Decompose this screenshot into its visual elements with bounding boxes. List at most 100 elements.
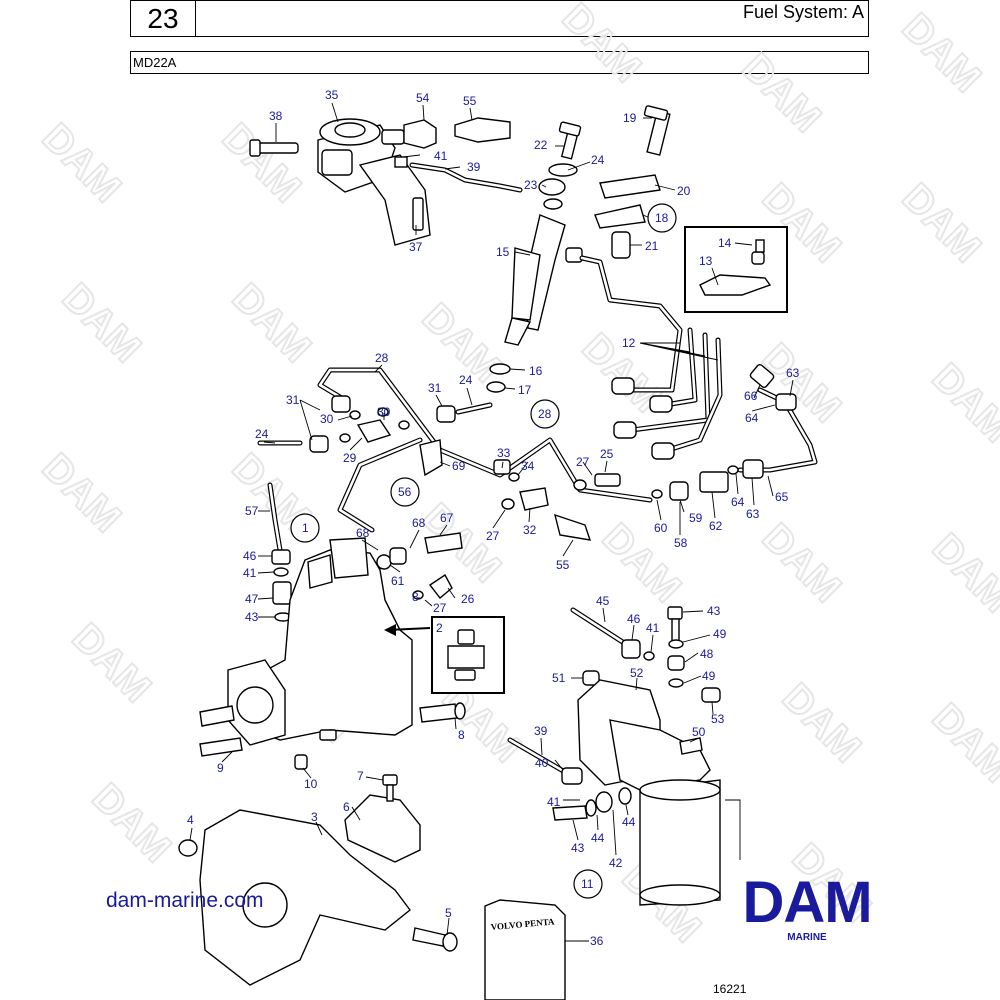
callout-5: 5 — [445, 906, 452, 920]
callout-21: 21 — [645, 239, 659, 253]
callout-67: 67 — [440, 511, 454, 525]
callout-41: 41 — [547, 795, 561, 809]
callout-51: 51 — [552, 671, 566, 685]
callout-39: 39 — [534, 724, 548, 738]
callout-2: 2 — [436, 621, 443, 635]
callout-54: 54 — [416, 91, 430, 105]
watermark: DAM — [214, 115, 310, 211]
callout-43: 43 — [571, 841, 585, 855]
logo-wordmark: DAM — [742, 870, 872, 935]
drawing-number: 16221 — [713, 982, 747, 996]
callout-18: 18 — [655, 211, 669, 225]
callout-44: 44 — [591, 831, 605, 845]
callout-29: 29 — [343, 451, 357, 465]
callout-64: 64 — [745, 411, 759, 425]
callout-40: 40 — [535, 756, 549, 770]
callout-69: 69 — [452, 459, 466, 473]
callout-19: 19 — [623, 111, 637, 125]
watermark: DAM — [894, 5, 990, 101]
model-label: MD22A — [133, 55, 177, 70]
callout-68: 68 — [356, 526, 370, 540]
callout-37: 37 — [409, 240, 423, 254]
watermark: DAM — [34, 115, 130, 211]
callout-24: 24 — [591, 153, 605, 167]
watermark: DAM — [924, 525, 1000, 621]
callout-53: 53 — [711, 712, 725, 726]
callout-1: 1 — [302, 521, 309, 535]
callout-9: 9 — [217, 761, 224, 775]
callout-60: 60 — [654, 521, 668, 535]
callout-61: 61 — [391, 574, 405, 588]
injector-assembly — [486, 105, 671, 393]
website-link[interactable]: dam-marine.com — [106, 889, 264, 912]
callout-66: 66 — [744, 389, 758, 403]
engine-bracket — [178, 809, 458, 986]
callout-46: 46 — [243, 549, 257, 563]
callout-52: 52 — [630, 666, 644, 680]
callout-3: 3 — [311, 810, 318, 824]
callout-56: 56 — [398, 485, 412, 499]
callout-20: 20 — [677, 184, 691, 198]
callout-45: 45 — [596, 594, 610, 608]
callout-28: 28 — [538, 407, 552, 421]
manual-book: VOLVO PENTA — [484, 899, 566, 1000]
dam-marine-logo: DAM MARINE — [716, 870, 898, 947]
callout-32: 32 — [523, 523, 537, 537]
callout-38: 38 — [269, 109, 283, 123]
callout-63: 63 — [786, 366, 800, 380]
callout-28: 28 — [375, 351, 389, 365]
watermark: DAM — [754, 515, 850, 611]
callout-31: 31 — [286, 393, 300, 407]
injection-pipes — [579, 255, 723, 460]
sensor-inset — [384, 616, 505, 694]
watermark: DAM — [84, 775, 180, 871]
bracket-inset — [684, 226, 788, 313]
model-bar: MD22A — [130, 51, 869, 74]
callout-41: 41 — [243, 566, 257, 580]
fuel-filter-assembly — [507, 606, 721, 906]
callout-30: 30 — [377, 405, 391, 419]
callout-25: 25 — [600, 447, 614, 461]
callout-27: 27 — [433, 601, 447, 615]
watermark: DAM — [224, 275, 320, 371]
callout-14: 14 — [718, 236, 732, 250]
callout-24: 24 — [255, 427, 269, 441]
callout-62: 62 — [709, 519, 723, 533]
callout-46: 46 — [627, 612, 641, 626]
watermark: DAM — [734, 45, 830, 141]
callout-23: 23 — [524, 178, 538, 192]
callout-16: 16 — [529, 364, 543, 378]
watermark: DAM — [894, 175, 990, 271]
callout-22: 22 — [534, 138, 548, 152]
circled-callouts — [290, 203, 677, 899]
left-fittings — [267, 482, 292, 622]
callout-27: 27 — [576, 455, 590, 469]
callout-15: 15 — [496, 245, 510, 259]
callout-26: 26 — [461, 592, 475, 606]
callout-8: 8 — [412, 590, 419, 604]
callout-65: 65 — [775, 490, 789, 504]
callout-7: 7 — [357, 769, 364, 783]
callout-41: 41 — [646, 621, 660, 635]
callout-35: 35 — [325, 88, 339, 102]
callout-48: 48 — [700, 647, 714, 661]
page-number: 23 — [131, 1, 196, 36]
callout-34: 34 — [521, 459, 535, 473]
callout-24: 24 — [459, 373, 473, 387]
leader-lines — [189, 102, 794, 942]
watermark: DAM — [54, 275, 150, 371]
watermark: DAM — [64, 615, 160, 711]
callout-55: 55 — [556, 558, 570, 572]
callout-10: 10 — [304, 777, 318, 791]
callout-31: 31 — [428, 381, 442, 395]
callout-63: 63 — [746, 507, 760, 521]
header-bar: 23 Fuel System: A — [130, 0, 869, 37]
callout-41: 41 — [434, 149, 448, 163]
callout-6: 6 — [343, 800, 350, 814]
return-line-fittings — [493, 363, 818, 541]
page-title: Fuel System: A — [742, 2, 864, 22]
logo-subtitle: MARINE — [787, 932, 827, 943]
callout-64: 64 — [731, 495, 745, 509]
callout-59: 59 — [689, 511, 703, 525]
